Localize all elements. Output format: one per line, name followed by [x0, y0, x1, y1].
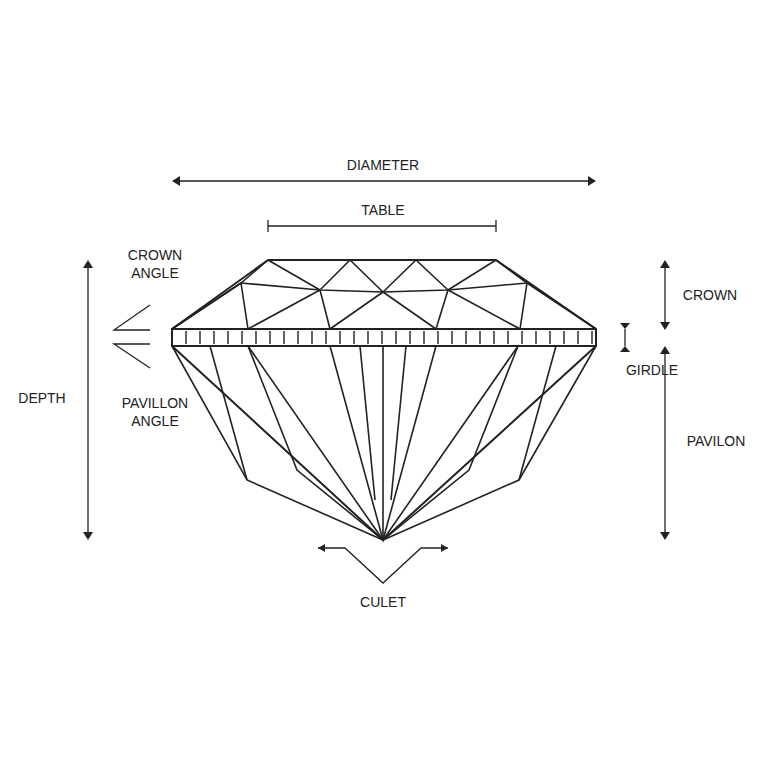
- dimension-label: DIAMETER: [347, 156, 419, 174]
- pavilion-facets: [172, 346, 596, 540]
- girdle-tick: [213, 331, 214, 344]
- girdle-tick: [255, 331, 256, 344]
- part-label: GIRDLE: [626, 361, 678, 379]
- girdle-tick: [493, 331, 494, 344]
- girdle-tick: [423, 331, 424, 344]
- dimension-lines: [88, 181, 665, 583]
- girdle-tick: [507, 331, 508, 344]
- girdle-tick: [395, 331, 396, 344]
- girdle-tick: [241, 331, 242, 344]
- angle-label: PAVILLON ANGLE: [115, 394, 195, 430]
- girdle-tick: [227, 331, 228, 344]
- angle-label: CROWN ANGLE: [115, 246, 195, 282]
- girdle-tick: [381, 331, 382, 344]
- girdle-tick: [353, 331, 354, 344]
- girdle-tick: [451, 331, 452, 344]
- girdle-tick: [297, 331, 298, 344]
- girdle-tick: [269, 331, 270, 344]
- girdle-tick: [437, 331, 438, 344]
- girdle-tick: [549, 331, 550, 344]
- girdle-tick: [325, 331, 326, 344]
- girdle-tick: [199, 331, 200, 344]
- girdle-tick: [591, 331, 592, 344]
- part-label: PAVILON: [687, 432, 746, 450]
- girdle-facets: [186, 331, 592, 344]
- part-label: CROWN: [683, 286, 737, 304]
- girdle-tick: [283, 331, 284, 344]
- dimension-label: DEPTH: [18, 389, 65, 407]
- diamond-outline: [172, 260, 596, 540]
- girdle-tick: [535, 331, 536, 344]
- girdle-tick: [465, 331, 466, 344]
- dimension-label: TABLE: [361, 201, 404, 219]
- part-label: CULET: [360, 593, 406, 611]
- girdle-tick: [409, 331, 410, 344]
- arrowheads: [83, 176, 670, 552]
- girdle-tick: [577, 331, 578, 344]
- girdle-tick: [339, 331, 340, 344]
- girdle-tick: [311, 331, 312, 344]
- girdle-tick: [521, 331, 522, 344]
- girdle-tick: [479, 331, 480, 344]
- girdle-tick: [185, 331, 186, 344]
- crown-facets: [172, 260, 596, 329]
- girdle-tick: [563, 331, 564, 344]
- girdle-tick: [367, 331, 368, 344]
